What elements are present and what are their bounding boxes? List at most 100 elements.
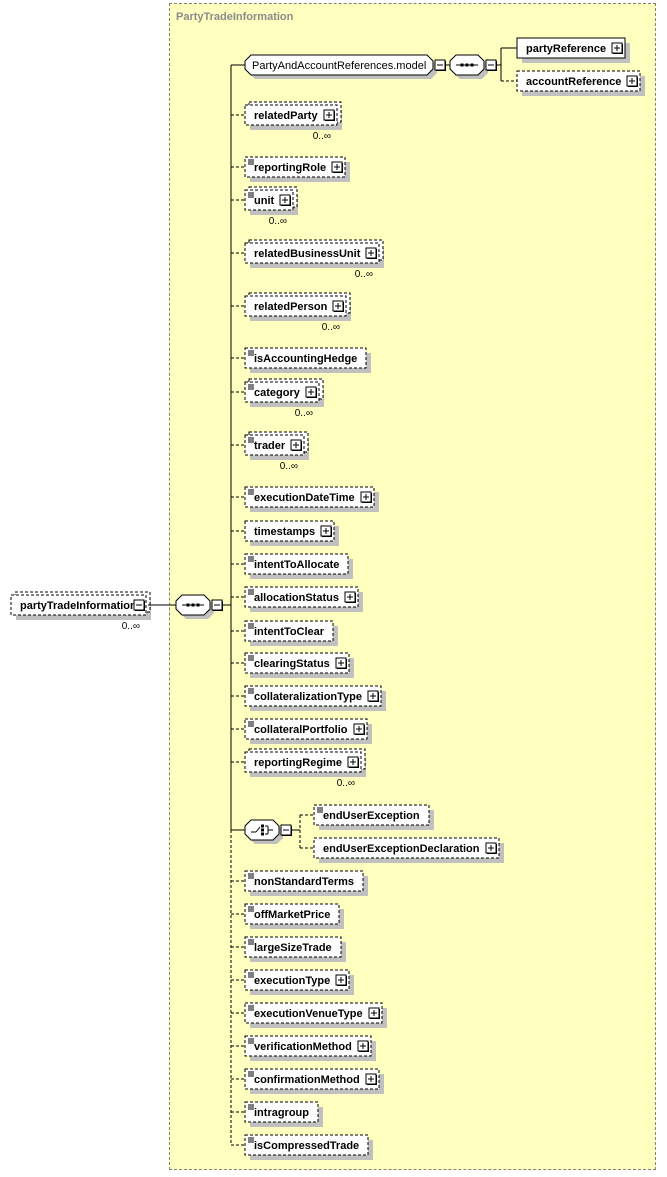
element-intentToAllocate[interactable]: intentToAllocate [244,553,353,579]
simple-type-icon [248,159,254,165]
expand-icon[interactable] [332,300,344,312]
simple-type-icon [248,1005,254,1011]
complex-type-title: PartyTradeInformation [176,11,294,23]
expand-icon[interactable] [367,690,379,702]
element-label: offMarketPrice [254,909,330,921]
element-largeSizeTrade[interactable]: largeSizeTrade [244,936,346,962]
simple-type-icon [248,939,254,945]
element-label: executionType [254,975,330,987]
element-label: nonStandardTerms [254,876,354,888]
element-offMarketPrice[interactable]: offMarketPrice [244,903,344,929]
element-endUserExceptionDeclaration[interactable]: endUserExceptionDeclaration [313,837,504,863]
expand-icon[interactable] [368,1007,380,1019]
element-partyTradeInformation[interactable]: partyTradeInformation [10,591,151,620]
expand-icon[interactable] [344,591,356,603]
element-collateralPortfolio[interactable]: collateralPortfolio [244,718,372,744]
occurrence-label: 0..∞ [280,461,298,472]
element-executionType[interactable]: executionType [244,969,354,995]
model-group-sequence [449,54,488,79]
element-label: collateralPortfolio [254,724,348,736]
expand-icon[interactable] [347,756,359,768]
occurrence-label: 0..∞ [322,322,340,333]
simple-type-icon [248,906,254,912]
element-label: verificationMethod [254,1041,352,1053]
expand-icon[interactable] [335,657,347,669]
expand-icon[interactable] [357,1040,369,1052]
expand-icon[interactable] [485,842,497,854]
element-isAccountingHedge[interactable]: isAccountingHedge [244,347,371,373]
simple-type-icon [248,1137,254,1143]
expand-icon[interactable] [279,194,291,206]
simple-type-icon [248,489,254,495]
element-verificationMethod[interactable]: verificationMethod [244,1035,376,1061]
simple-type-icon [248,556,254,562]
element-label: relatedBusinessUnit [254,248,361,260]
expand-icon[interactable] [353,723,365,735]
element-label: isCompressedTrade [254,1140,359,1152]
element-intragroup[interactable]: intragroup [244,1101,323,1127]
expand-icon[interactable] [305,386,317,398]
element-label: confirmationMethod [254,1074,360,1086]
element-nonStandardTerms[interactable]: nonStandardTerms [244,870,368,896]
occurrence-label: 0..∞ [269,216,287,227]
expand-icon[interactable] [320,525,332,537]
element-relatedParty[interactable]: relatedParty [244,101,342,130]
element-confirmationMethod[interactable]: confirmationMethod [244,1068,384,1094]
element-label: executionVenueType [254,1008,363,1020]
simple-type-icon [248,1038,254,1044]
element-endUserException[interactable]: endUserException [313,804,434,830]
collapse-icon[interactable] [211,599,223,611]
element-label: intentToClear [254,626,325,638]
simple-type-icon [248,192,254,198]
expand-icon[interactable] [335,974,347,986]
element-label: intentToAllocate [254,559,339,571]
expand-icon[interactable] [365,1073,377,1085]
element-label: reportingRole [254,162,326,174]
expand-icon[interactable] [611,42,623,54]
model-group-label: PartyAndAccountReferences.model [252,60,426,72]
element-executionDateTime[interactable]: executionDateTime [244,486,379,512]
element-isCompressedTrade[interactable]: isCompressedTrade [244,1134,373,1160]
model-group-PartyAndAccountReferences.model[interactable]: PartyAndAccountReferences.model [244,54,437,79]
element-reportingRegime[interactable]: reportingRegime [244,748,366,777]
element-label: relatedPerson [254,301,328,313]
expand-icon[interactable] [290,439,302,451]
simple-type-icon [248,350,254,356]
element-label: accountReference [526,76,621,88]
simple-type-icon [248,589,254,595]
expand-icon[interactable] [331,161,343,173]
element-executionVenueType[interactable]: executionVenueType [244,1002,387,1028]
collapse-icon[interactable] [280,824,292,836]
element-label: collateralizationType [254,691,362,703]
collapse-icon[interactable] [485,59,497,71]
element-reportingRole[interactable]: reportingRole [244,156,350,182]
element-allocationStatus[interactable]: allocationStatus [244,586,363,612]
expand-icon[interactable] [365,247,377,259]
expand-icon[interactable] [323,109,335,121]
element-label: reportingRegime [254,757,342,769]
element-intentToClear[interactable]: intentToClear [244,620,338,646]
element-relatedBusinessUnit[interactable]: relatedBusinessUnit [244,239,384,268]
element-label: relatedParty [254,110,318,122]
element-partyReference[interactable]: partyReference [516,37,630,63]
element-relatedPerson[interactable]: relatedPerson [244,292,351,321]
expand-icon[interactable] [626,75,638,87]
element-timestamps[interactable]: timestamps [244,520,339,546]
expand-icon[interactable] [360,491,372,503]
collapse-icon[interactable] [434,59,446,71]
simple-type-icon [317,807,323,813]
occurrence-label: 0..∞ [337,778,355,789]
sequence-compositor [175,594,214,619]
element-label: timestamps [254,526,315,538]
simple-type-icon [248,437,254,443]
element-collateralizationType[interactable]: collateralizationType [244,685,386,711]
element-trader[interactable]: trader [244,431,309,460]
element-clearingStatus[interactable]: clearingStatus [244,652,354,678]
simple-type-icon [248,721,254,727]
element-label: allocationStatus [254,592,339,604]
collapse-icon[interactable] [133,599,145,611]
element-label: endUserException [323,810,420,822]
element-accountReference[interactable]: accountReference [516,70,645,96]
element-label: intragroup [254,1107,309,1119]
